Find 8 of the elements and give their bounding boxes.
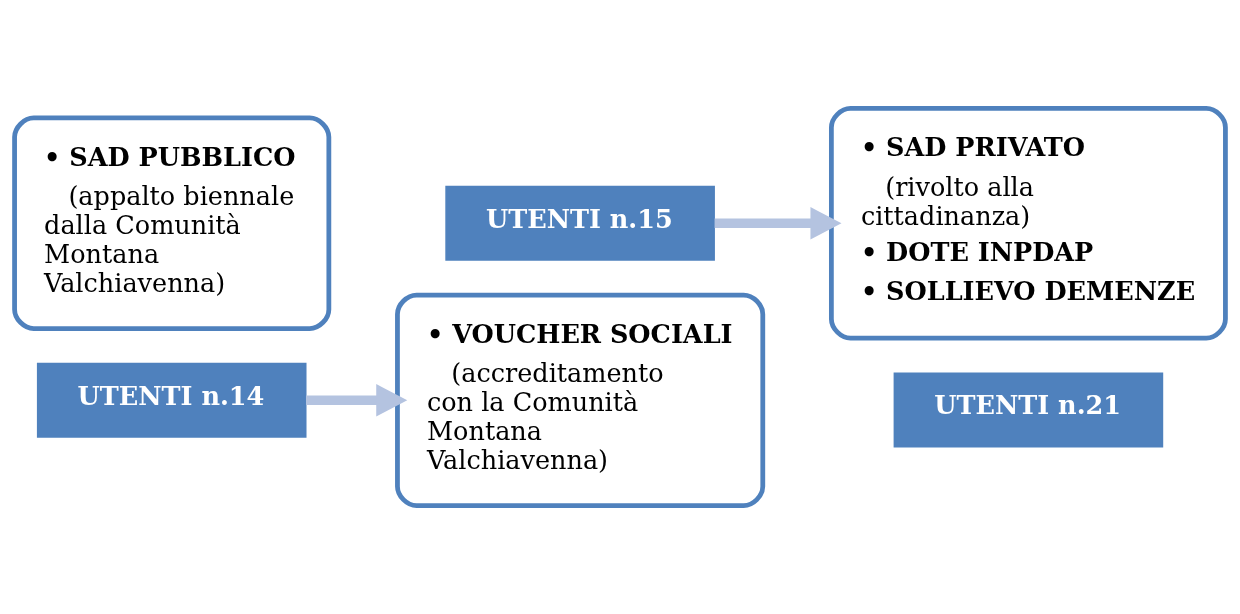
node-box: UTENTI n.14 — [36, 362, 307, 438]
node-box: • SAD PRIVATO (rivolto alla cittadinanza) • DOTE INPDAP • SOLLIEVO DEMENZE — [829, 106, 1228, 341]
arrow — [714, 206, 842, 240]
node-box: UTENTI n.21 — [893, 372, 1164, 448]
node-box: • VOUCHER SOCIALI (accreditamento con la Comunità Montana Valchiavenna) — [395, 292, 766, 508]
node-box: • SAD PUBBLICO (appalto biennale dalla Comunità Montana Valchiavenna) — [12, 115, 332, 331]
arrow — [306, 384, 408, 417]
node-box: UTENTI n.15 — [445, 185, 715, 261]
